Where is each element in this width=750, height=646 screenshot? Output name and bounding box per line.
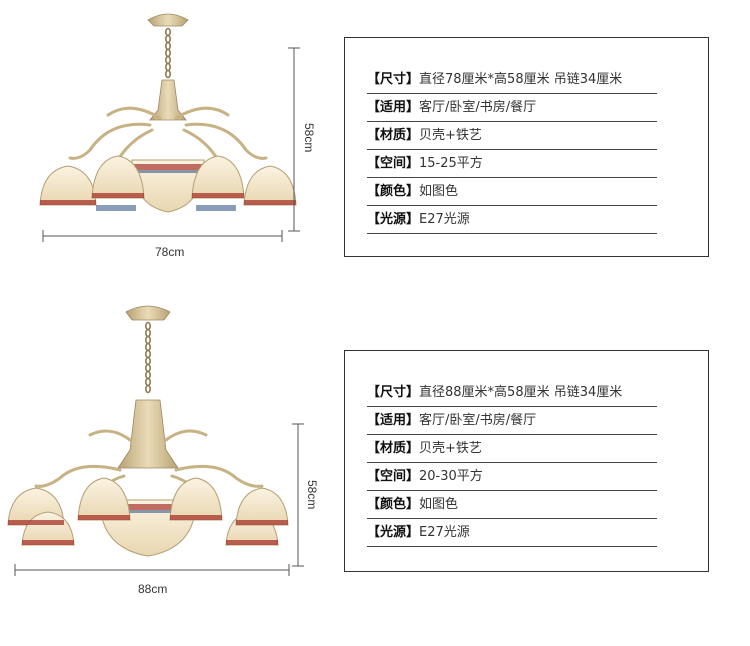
- spec-value: 贝壳+铁艺: [419, 441, 482, 456]
- spec-value: E27光源: [419, 212, 470, 227]
- spec-key: 【适用】: [367, 413, 420, 428]
- spec-key: 【颜色】: [367, 184, 420, 199]
- spec-value: 直径78厘米*高58厘米 吊链34厘米: [419, 72, 623, 87]
- spec-key: 【空间】: [367, 156, 420, 171]
- width-dimension-label: 78cm: [155, 245, 185, 259]
- spec-value: 如图色: [419, 184, 459, 199]
- spec-row-material: 【材质】 贝壳+铁艺: [367, 122, 657, 150]
- spec-row-light-source: 【光源】 E27光源: [367, 519, 657, 547]
- spec-value: 客厅/卧室/书房/餐厅: [419, 100, 537, 115]
- spec-key: 【光源】: [367, 525, 420, 540]
- chandelier-image: 78cm 58cm: [0, 0, 330, 300]
- spec-row-usage: 【适用】 客厅/卧室/书房/餐厅: [367, 407, 657, 435]
- spec-value: 客厅/卧室/书房/餐厅: [419, 413, 537, 428]
- spec-value: 15-25平方: [419, 156, 483, 171]
- spec-key: 【颜色】: [367, 497, 420, 512]
- spec-row-space: 【空间】 20-30平方: [367, 463, 657, 491]
- spec-row-space: 【空间】 15-25平方: [367, 150, 657, 178]
- product-variant-78: 78cm 58cm 【尺寸】 直径78厘米*高58厘米 吊链34厘米 【适用】 …: [0, 0, 750, 300]
- spec-row-size: 【尺寸】 直径78厘米*高58厘米 吊链34厘米: [367, 66, 657, 94]
- product-variant-88: 88cm 58cm 【尺寸】 直径88厘米*高58厘米 吊链34厘米 【适用】 …: [0, 300, 750, 600]
- spec-key: 【材质】: [367, 128, 420, 143]
- spec-key: 【光源】: [367, 212, 420, 227]
- spec-row-material: 【材质】 贝壳+铁艺: [367, 435, 657, 463]
- width-dimension-label: 88cm: [138, 582, 168, 596]
- height-dimension-label: 58cm: [305, 480, 319, 510]
- spec-value: E27光源: [419, 525, 470, 540]
- spec-row-usage: 【适用】 客厅/卧室/书房/餐厅: [367, 94, 657, 122]
- spec-row-light-source: 【光源】 E27光源: [367, 206, 657, 234]
- spec-row-color: 【颜色】 如图色: [367, 491, 657, 519]
- spec-key: 【适用】: [367, 100, 420, 115]
- spec-panel: 【尺寸】 直径88厘米*高58厘米 吊链34厘米 【适用】 客厅/卧室/书房/餐…: [344, 350, 709, 572]
- chandelier-illustration: [39, 13, 300, 242]
- chandelier-illustration: [7, 305, 304, 576]
- spec-key: 【空间】: [367, 469, 420, 484]
- spec-list: 【尺寸】 直径88厘米*高58厘米 吊链34厘米 【适用】 客厅/卧室/书房/餐…: [367, 379, 657, 547]
- spec-list: 【尺寸】 直径78厘米*高58厘米 吊链34厘米 【适用】 客厅/卧室/书房/餐…: [367, 66, 657, 234]
- spec-row-size: 【尺寸】 直径88厘米*高58厘米 吊链34厘米: [367, 379, 657, 407]
- spec-key: 【尺寸】: [367, 385, 420, 400]
- spec-value: 直径88厘米*高58厘米 吊链34厘米: [419, 385, 623, 400]
- spec-value: 如图色: [419, 497, 459, 512]
- spec-value: 20-30平方: [419, 469, 483, 484]
- height-dimension-label: 58cm: [302, 123, 316, 153]
- spec-key: 【尺寸】: [367, 72, 420, 87]
- spec-key: 【材质】: [367, 441, 420, 456]
- chandelier-image: 88cm 58cm: [0, 300, 330, 600]
- spec-value: 贝壳+铁艺: [419, 128, 482, 143]
- spec-panel: 【尺寸】 直径78厘米*高58厘米 吊链34厘米 【适用】 客厅/卧室/书房/餐…: [344, 37, 709, 257]
- spec-row-color: 【颜色】 如图色: [367, 178, 657, 206]
